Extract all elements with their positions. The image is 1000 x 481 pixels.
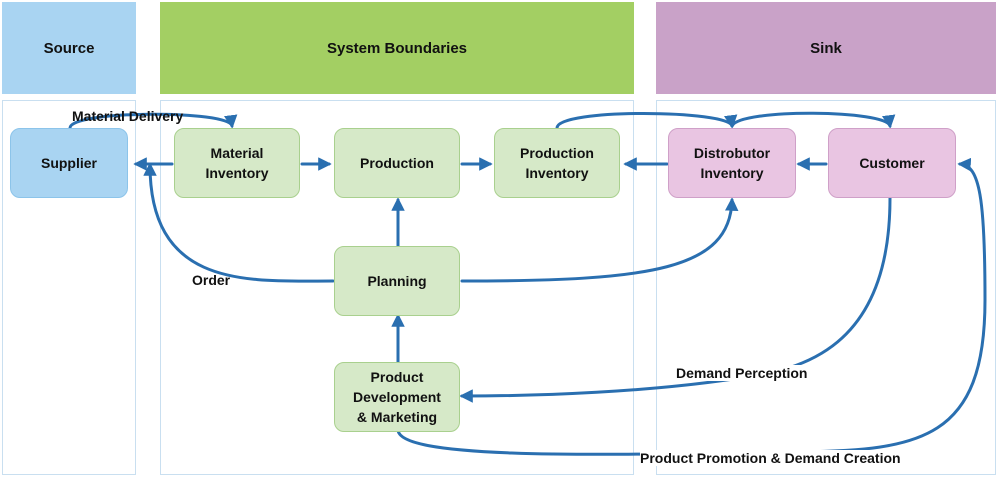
supplier-label: Supplier <box>40 155 97 171</box>
arrow-planning-to-distributor <box>460 197 739 283</box>
product-promotion-label: Product Promotion & Demand Creation <box>640 450 901 466</box>
product-development-label: Product Development & Marketing <box>353 369 441 425</box>
production-label: Production <box>360 155 434 171</box>
planning-node: Planning <box>334 246 460 316</box>
demand-perception-label: Demand Perception <box>676 365 808 381</box>
planning-label: Planning <box>367 273 427 289</box>
supplier-node: Supplier <box>10 128 128 198</box>
material-delivery-label: Material Delivery <box>72 108 184 124</box>
production-inventory-node: Production Inventory <box>494 128 620 198</box>
production-inventory-label: Production Inventory <box>520 145 594 181</box>
distributor-inventory-label: Distrobutor Inventory <box>693 145 771 181</box>
production-node: Production <box>334 128 460 198</box>
order-label: Order <box>192 272 231 288</box>
arrow-distributor-to-customer <box>730 111 896 129</box>
system-boundaries-header-label: System Boundaries <box>326 39 468 57</box>
material-inventory-node: Material Inventory <box>174 128 300 198</box>
arrow-promotion <box>396 157 987 456</box>
arrow-order <box>143 162 335 283</box>
system-boundaries-header: System Boundaries <box>160 2 634 94</box>
material-inventory-label: Material Inventory <box>205 145 269 181</box>
sink-header-label: Sink <box>810 39 842 57</box>
distributor-inventory-node: Distrobutor Inventory <box>668 128 796 198</box>
arrow-prodinv-to-distributor <box>555 112 738 130</box>
customer-label: Customer <box>859 155 925 171</box>
sink-header: Sink <box>656 2 996 94</box>
source-header: Source <box>2 2 136 94</box>
customer-node: Customer <box>828 128 956 198</box>
source-header-label: Source <box>43 39 95 57</box>
arrow-material-delivery <box>68 112 238 130</box>
product-development-node: Product Development & Marketing <box>334 362 460 432</box>
